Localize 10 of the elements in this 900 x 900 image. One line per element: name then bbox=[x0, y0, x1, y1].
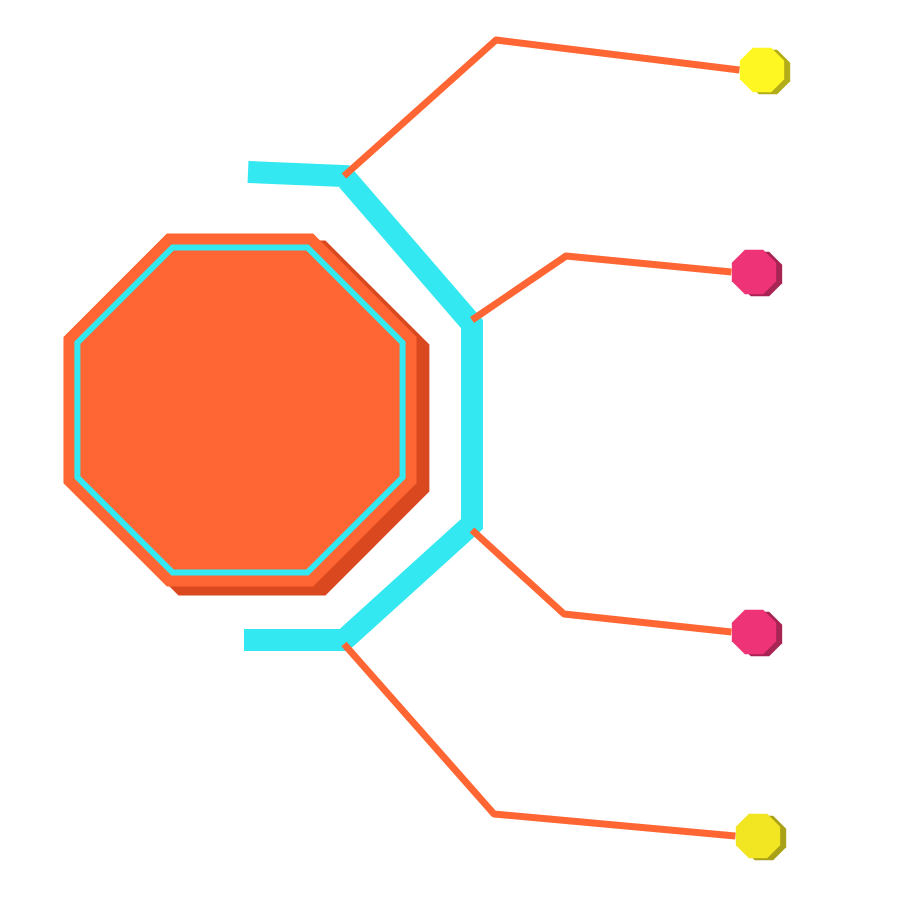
octagon-drawing bbox=[63, 233, 430, 596]
connector-line bbox=[341, 36, 740, 179]
connector-line bbox=[341, 641, 736, 840]
octagon-icon bbox=[731, 249, 783, 297]
connector-line bbox=[470, 252, 732, 323]
octagon-icon bbox=[735, 813, 787, 861]
bracket-drawing bbox=[244, 161, 483, 651]
octagon-icon bbox=[731, 609, 783, 657]
connector-line bbox=[469, 527, 732, 636]
octagon-icon bbox=[739, 47, 791, 95]
